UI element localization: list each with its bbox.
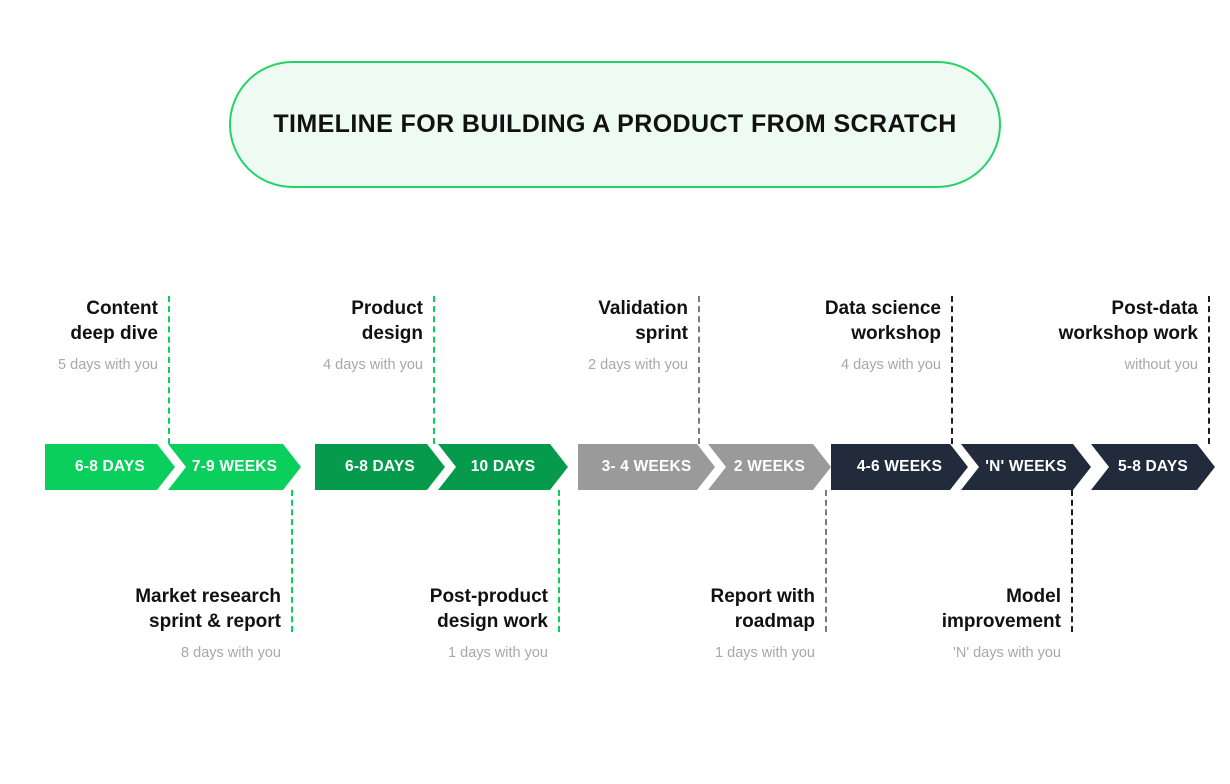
- segment-duration-label: 6-8 DAYS: [345, 458, 415, 475]
- phase-caption: Product design 4 days with you: [0, 296, 423, 374]
- phase-name: Model improvement: [941, 586, 1061, 632]
- phase-involvement: 8 days with you: [181, 645, 281, 661]
- segment-duration-label: 6-8 DAYS: [75, 458, 145, 475]
- timeline-segment[interactable]: 'N' WEEKS: [961, 444, 1091, 490]
- timeline-segment[interactable]: 6-8 DAYS: [45, 444, 175, 490]
- phase-caption: Market research sprint & report 8 days wi…: [0, 584, 281, 662]
- timeline-segment[interactable]: 2 WEEKS: [708, 444, 831, 490]
- phase-involvement: 4 days with you: [323, 357, 423, 373]
- phase-name: Post-data workshop work: [1058, 298, 1198, 344]
- connector-line: [951, 296, 953, 444]
- phase-name: Product design: [351, 298, 423, 344]
- segment-duration-label: 10 DAYS: [470, 458, 536, 475]
- connector-line: [433, 296, 435, 444]
- timeline-segment[interactable]: 6-8 DAYS: [315, 444, 445, 490]
- segment-duration-label: 3- 4 WEEKS: [601, 458, 692, 475]
- connector-line: [698, 296, 700, 444]
- timeline-segment[interactable]: 10 DAYS: [438, 444, 568, 490]
- segment-duration-label: 4-6 WEEKS: [856, 458, 943, 475]
- phase-caption: Report with roadmap 1 days with you: [0, 584, 816, 662]
- segment-duration-label: 'N' WEEKS: [985, 458, 1067, 475]
- connector-line: [168, 296, 170, 444]
- phase-caption: Model improvement 'N' days with you: [0, 584, 1061, 662]
- segment-duration-label: 2 WEEKS: [733, 458, 806, 475]
- phase-name: Content deep dive: [70, 298, 158, 344]
- phase-caption: Validation sprint 2 days with you: [0, 296, 688, 374]
- phase-name: Data science workshop: [824, 298, 941, 344]
- phase-caption: Post-product design work 1 days with you: [0, 584, 548, 662]
- phase-caption: Data science workshop 4 days with you: [0, 296, 941, 374]
- phase-name: Validation sprint: [598, 298, 688, 344]
- phase-involvement: 2 days with you: [588, 357, 688, 373]
- phase-involvement: 1 days with you: [448, 645, 548, 661]
- phase-involvement: 'N' days with you: [953, 645, 1061, 661]
- timeline-segment[interactable]: 3- 4 WEEKS: [578, 444, 715, 490]
- phase-involvement: without you: [1124, 357, 1198, 373]
- segment-duration-label: 7-9 WEEKS: [191, 458, 278, 475]
- phase-name: Report with roadmap: [710, 586, 816, 632]
- connector-line: [1208, 296, 1210, 444]
- phase-involvement: 4 days with you: [841, 357, 941, 373]
- timeline-segment[interactable]: 5-8 DAYS: [1091, 444, 1215, 490]
- title-banner: TIMELINE FOR BUILDING A PRODUCT FROM SCR…: [229, 61, 1001, 188]
- connector-line: [1071, 490, 1073, 632]
- page-title: TIMELINE FOR BUILDING A PRODUCT FROM SCR…: [273, 110, 957, 138]
- connector-line: [558, 490, 560, 632]
- segment-duration-label: 5-8 DAYS: [1118, 458, 1188, 475]
- phase-caption: Content deep dive 5 days with you: [0, 296, 158, 374]
- phase-involvement: 1 days with you: [715, 645, 815, 661]
- timeline-segment[interactable]: 7-9 WEEKS: [168, 444, 301, 490]
- connector-line: [825, 490, 827, 632]
- phase-involvement: 5 days with you: [58, 357, 158, 373]
- phase-name: Market research sprint & report: [135, 586, 281, 632]
- connector-line: [291, 490, 293, 632]
- phase-name: Post-product design work: [429, 586, 548, 632]
- timeline-segment[interactable]: 4-6 WEEKS: [831, 444, 968, 490]
- phase-caption: Post-data workshop work without you: [0, 296, 1198, 374]
